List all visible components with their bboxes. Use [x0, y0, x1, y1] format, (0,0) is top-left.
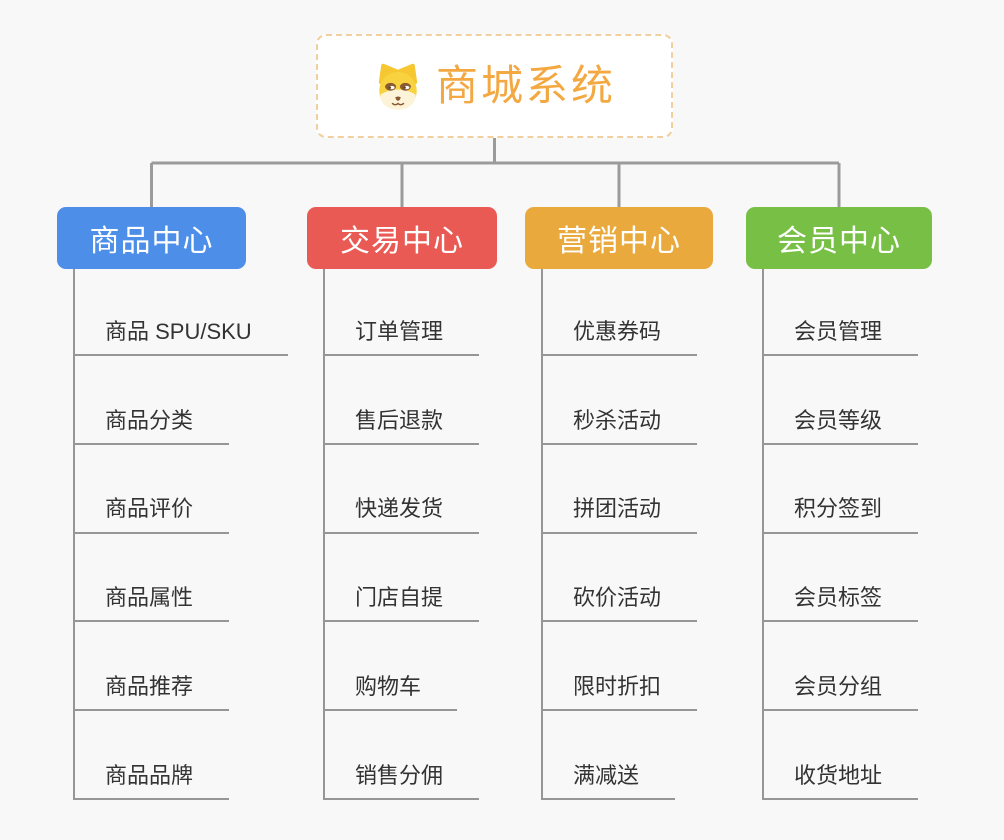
sub-topic-member-group[interactable]: 会员分组 — [762, 622, 919, 712]
sub-topic-bargain-activity[interactable]: 砍价活动 — [541, 534, 698, 623]
sub-topic-limited-time-discount[interactable]: 限时折扣 — [541, 622, 698, 712]
branch-children-trade-center: 订单管理 售后退款 快递发货 门店自提 购物车 销售分佣 — [323, 269, 480, 800]
branch-node-trade-center[interactable]: 交易中心 — [307, 207, 497, 269]
sub-topic-product-spu-sku[interactable]: 商品 SPU/SKU — [73, 269, 288, 356]
sub-topic-sales-commission[interactable]: 销售分佣 — [323, 711, 480, 800]
sub-topic-spend-save[interactable]: 满减送 — [541, 711, 676, 800]
root-title: 商城系统 — [435, 62, 616, 109]
dog-face-icon — [378, 63, 418, 110]
root-node[interactable]: 商城系统 — [316, 34, 673, 138]
sub-topic-product-attribute[interactable]: 商品属性 — [73, 534, 230, 623]
branch-label: 商品中心 — [89, 225, 214, 258]
sub-topic-product-recommend[interactable]: 商品推荐 — [73, 622, 230, 712]
sub-topic-product-category[interactable]: 商品分类 — [73, 356, 230, 445]
branch-children-product-center: 商品 SPU/SKU 商品分类 商品评价 商品属性 商品推荐 商品品牌 — [73, 269, 288, 800]
sub-topic-product-brand[interactable]: 商品品牌 — [73, 711, 230, 800]
sub-topic-member-level[interactable]: 会员等级 — [762, 356, 919, 445]
sub-topic-express-delivery[interactable]: 快递发货 — [323, 445, 480, 534]
sub-topic-member-tag[interactable]: 会员标签 — [762, 534, 919, 623]
sub-topic-points-checkin[interactable]: 积分签到 — [762, 445, 919, 534]
sub-topic-flash-sale[interactable]: 秒杀活动 — [541, 356, 698, 445]
sub-topic-shopping-cart[interactable]: 购物车 — [323, 622, 458, 712]
sub-topic-group-buy[interactable]: 拼团活动 — [541, 445, 698, 534]
branch-label: 交易中心 — [340, 225, 464, 258]
branch-label: 营销中心 — [557, 225, 681, 258]
branch-label: 会员中心 — [777, 225, 901, 258]
branch-node-member-center[interactable]: 会员中心 — [746, 207, 932, 269]
sub-topic-product-review[interactable]: 商品评价 — [73, 445, 230, 534]
branch-node-product-center[interactable]: 商品中心 — [57, 207, 246, 269]
branch-children-marketing-center: 优惠券码 秒杀活动 拼团活动 砍价活动 限时折扣 满减送 — [541, 269, 698, 800]
sub-topic-coupon-code[interactable]: 优惠券码 — [541, 269, 698, 356]
sub-topic-order-management[interactable]: 订单管理 — [323, 269, 480, 356]
sub-topic-aftersale-refund[interactable]: 售后退款 — [323, 356, 480, 445]
sub-topic-store-pickup[interactable]: 门店自提 — [323, 534, 480, 623]
sub-topic-shipping-address[interactable]: 收货地址 — [762, 711, 919, 800]
branch-node-marketing-center[interactable]: 营销中心 — [525, 207, 713, 269]
branch-children-member-center: 会员管理 会员等级 积分签到 会员标签 会员分组 收货地址 — [762, 269, 919, 800]
sub-topic-member-management[interactable]: 会员管理 — [762, 269, 919, 356]
